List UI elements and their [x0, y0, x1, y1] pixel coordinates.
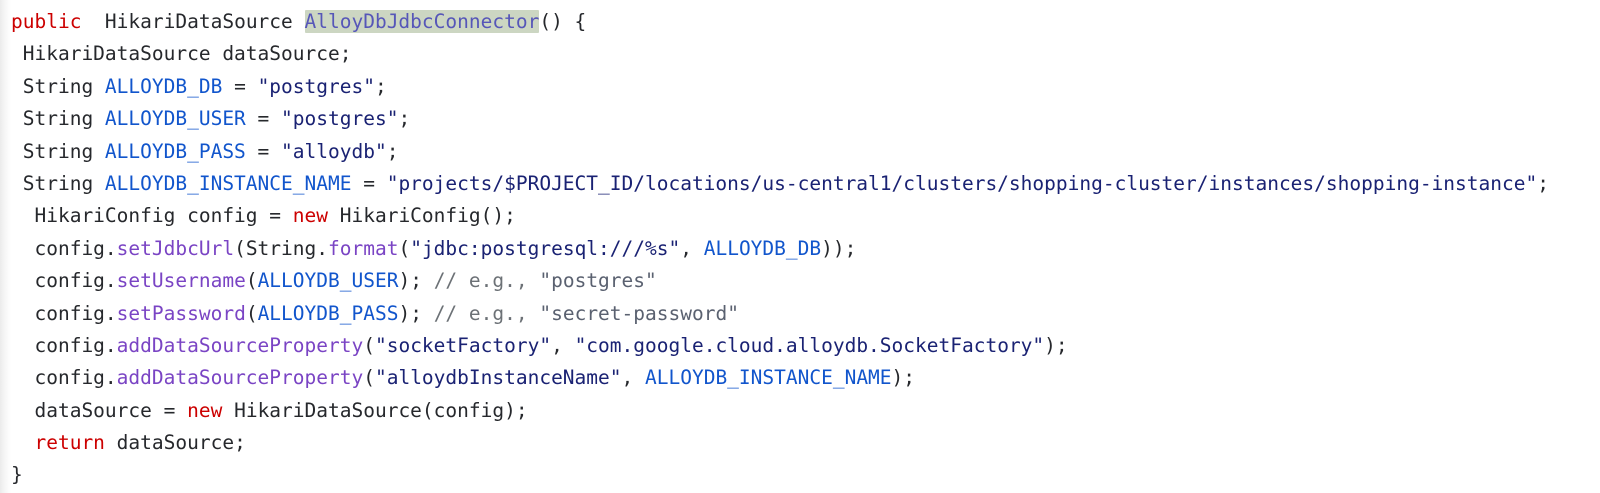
- code-token-plain: String: [11, 171, 105, 195]
- code-token-plain: =: [222, 74, 258, 98]
- code-token-constant: ALLOYDB_USER: [257, 269, 399, 293]
- code-line: return dataSource;: [0, 427, 1600, 459]
- code-token-plain: ;: [1537, 171, 1549, 195]
- code-token-plain: ,: [680, 236, 704, 260]
- code-token-plain: );: [398, 269, 434, 293]
- code-token-plain: config.: [11, 333, 117, 357]
- code-token-plain: );: [1044, 333, 1068, 357]
- code-token-keyword: public: [11, 10, 82, 33]
- code-token-string: "alloydb": [281, 139, 387, 163]
- code-token-method: addDataSourceProperty: [116, 366, 364, 390]
- code-token-plain: =: [245, 107, 282, 131]
- code-token-constant: ALLOYDB_USER: [104, 107, 246, 131]
- code-token-plain: =: [351, 171, 387, 195]
- code-token-plain: HikariDataSource dataSource;: [11, 42, 352, 66]
- code-token-method: setUsername: [116, 269, 246, 293]
- code-token-method: addDataSourceProperty: [116, 333, 364, 357]
- code-token-constant: ALLOYDB_DB: [703, 236, 822, 260]
- code-line: String ALLOYDB_DB = "postgres";: [0, 71, 1600, 103]
- code-token-plain: dataSource =: [11, 398, 188, 422]
- code-token-keyword: new: [187, 398, 223, 422]
- code-line: public HikariDataSource AlloyDbJdbcConne…: [0, 6, 1600, 38]
- code-token-plain: );: [398, 301, 434, 325]
- code-token-constant: ALLOYDB_PASS: [257, 301, 399, 325]
- code-token-string: "postgres": [281, 107, 399, 131]
- code-token-plain: config.: [11, 236, 117, 260]
- code-token-plain: (: [398, 236, 411, 260]
- code-token-string: "socketFactory": [374, 333, 552, 357]
- code-token-plain: (: [245, 301, 258, 325]
- code-token-plain: dataSource;: [104, 431, 246, 455]
- code-token-plain: (: [245, 269, 258, 293]
- code-token-method: setJdbcUrl: [116, 236, 235, 260]
- code-token-constant: ALLOYDB_INSTANCE_NAME: [645, 366, 892, 390]
- code-token-keyword: new: [292, 204, 328, 228]
- code-token-plain: String: [11, 107, 105, 131]
- code-line: }: [0, 459, 1600, 491]
- code-token-plain: =: [245, 139, 282, 163]
- code-token-string: "alloydbInstanceName": [374, 366, 622, 390]
- code-token-comment_string: "postgres": [539, 269, 657, 293]
- code-token-string: "postgres": [257, 74, 375, 98]
- code-token-comment: // e.g.,: [433, 269, 540, 293]
- code-line: config.setPassword(ALLOYDB_PASS); // e.g…: [0, 298, 1600, 330]
- code-token-constant: ALLOYDB_INSTANCE_NAME: [104, 171, 352, 195]
- code-token-plain: ));: [821, 236, 857, 260]
- code-token-plain: String: [11, 74, 105, 98]
- code-line: HikariDataSource dataSource;: [0, 38, 1600, 70]
- highlighted-token[interactable]: AlloyDbJdbcConnector: [304, 10, 540, 33]
- code-line: String ALLOYDB_INSTANCE_NAME = "projects…: [0, 168, 1600, 200]
- code-token-plain: config.: [11, 301, 117, 325]
- code-token-plain: [11, 431, 34, 454]
- code-editor-content[interactable]: public HikariDataSource AlloyDbJdbcConne…: [0, 6, 1600, 492]
- code-token-plain: () {: [539, 10, 587, 33]
- code-token-plain: (: [363, 333, 375, 357]
- code-token-comment: // e.g.,: [433, 301, 540, 325]
- code-token-plain: (String.: [234, 236, 328, 260]
- code-line: config.addDataSourceProperty("alloydbIns…: [0, 362, 1600, 394]
- code-token-plain: }: [11, 463, 23, 487]
- code-token-constant: ALLOYDB_PASS: [104, 139, 246, 163]
- code-line: config.addDataSourceProperty("socketFact…: [0, 330, 1600, 362]
- code-token-string: "com.google.cloud.alloydb.SocketFactory": [574, 333, 1045, 357]
- code-token-string: "jdbc:postgresql:///%s": [410, 236, 681, 260]
- code-token-plain: ;: [374, 74, 387, 98]
- code-token-plain: HikariDataSource: [81, 10, 305, 33]
- code-token-comment_string: "secret-password": [539, 301, 739, 325]
- code-token-plain: config.: [11, 269, 117, 293]
- code-token-plain: (: [363, 366, 375, 390]
- code-token-keyword: return: [34, 431, 105, 455]
- code-token-plain: HikariConfig();: [328, 204, 516, 228]
- code-line: String ALLOYDB_PASS = "alloydb";: [0, 136, 1600, 168]
- code-token-plain: ;: [386, 139, 399, 163]
- code-token-plain: ;: [398, 107, 411, 131]
- code-token-method: setPassword: [116, 301, 246, 325]
- code-line: config.setUsername(ALLOYDB_USER); // e.g…: [0, 265, 1600, 297]
- code-line: config.setJdbcUrl(String.format("jdbc:po…: [0, 233, 1600, 265]
- code-token-plain: String: [11, 139, 105, 163]
- code-token-constant: ALLOYDB_DB: [104, 74, 223, 98]
- code-token-plain: ,: [621, 366, 645, 390]
- code-token-plain: HikariDataSource(config);: [222, 398, 528, 422]
- code-token-plain: ,: [551, 333, 575, 357]
- code-line: String ALLOYDB_USER = "postgres";: [0, 103, 1600, 135]
- code-token-plain: HikariConfig config =: [11, 204, 293, 228]
- code-token-string: "projects/$PROJECT_ID/locations/us-centr…: [386, 171, 1538, 195]
- code-line: HikariConfig config = new HikariConfig()…: [0, 200, 1600, 232]
- code-token-method: format: [328, 236, 399, 260]
- code-token-plain: );: [891, 366, 916, 390]
- code-token-plain: config.: [11, 366, 117, 390]
- code-line: dataSource = new HikariDataSource(config…: [0, 395, 1600, 427]
